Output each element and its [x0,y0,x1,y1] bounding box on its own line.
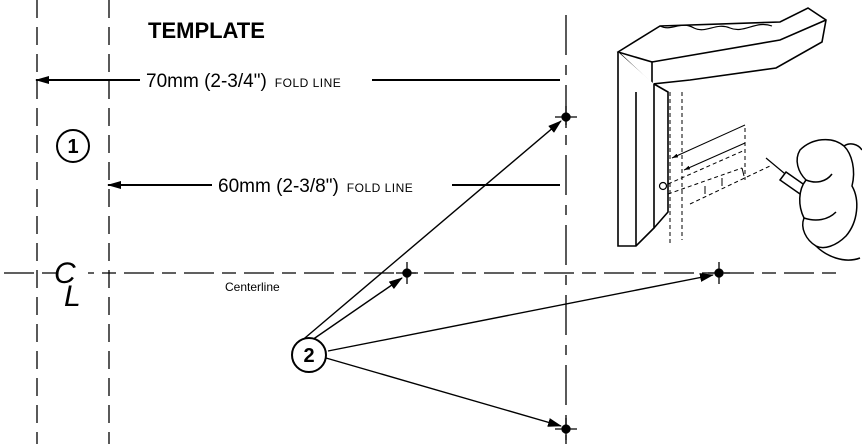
crosshair-mark-icon [708,262,730,284]
centerline-symbol-icon: C L [54,255,88,313]
leader-to-lower-mark [325,357,562,427]
template-title: TEMPLATE [148,18,265,43]
hand-with-awl-icon [765,138,862,261]
crosshair-mark-icon [396,262,418,284]
callout-1: 1 [56,129,90,163]
dim-60-label: 60mm (2-3/8")FOLD LINE [218,176,413,197]
dim-70-label: 70mm (2-3/4")FOLD LINE [146,71,341,92]
callout-2-number: 2 [303,345,314,367]
leader-to-center-mark [311,277,403,341]
cl-symbol-c: C [54,257,76,290]
leader-to-upper-mark [298,120,562,344]
crosshair-mark-icon [555,106,577,128]
leader-to-right-mark [327,273,714,352]
centerline-label: Centerline [225,280,280,294]
callout-2: 2 [291,337,327,373]
cl-symbol-l: L [64,280,81,313]
crosshair-mark-icon [555,418,577,440]
callout-1-number: 1 [67,136,78,158]
cabinet-illustration-icon [616,7,827,247]
